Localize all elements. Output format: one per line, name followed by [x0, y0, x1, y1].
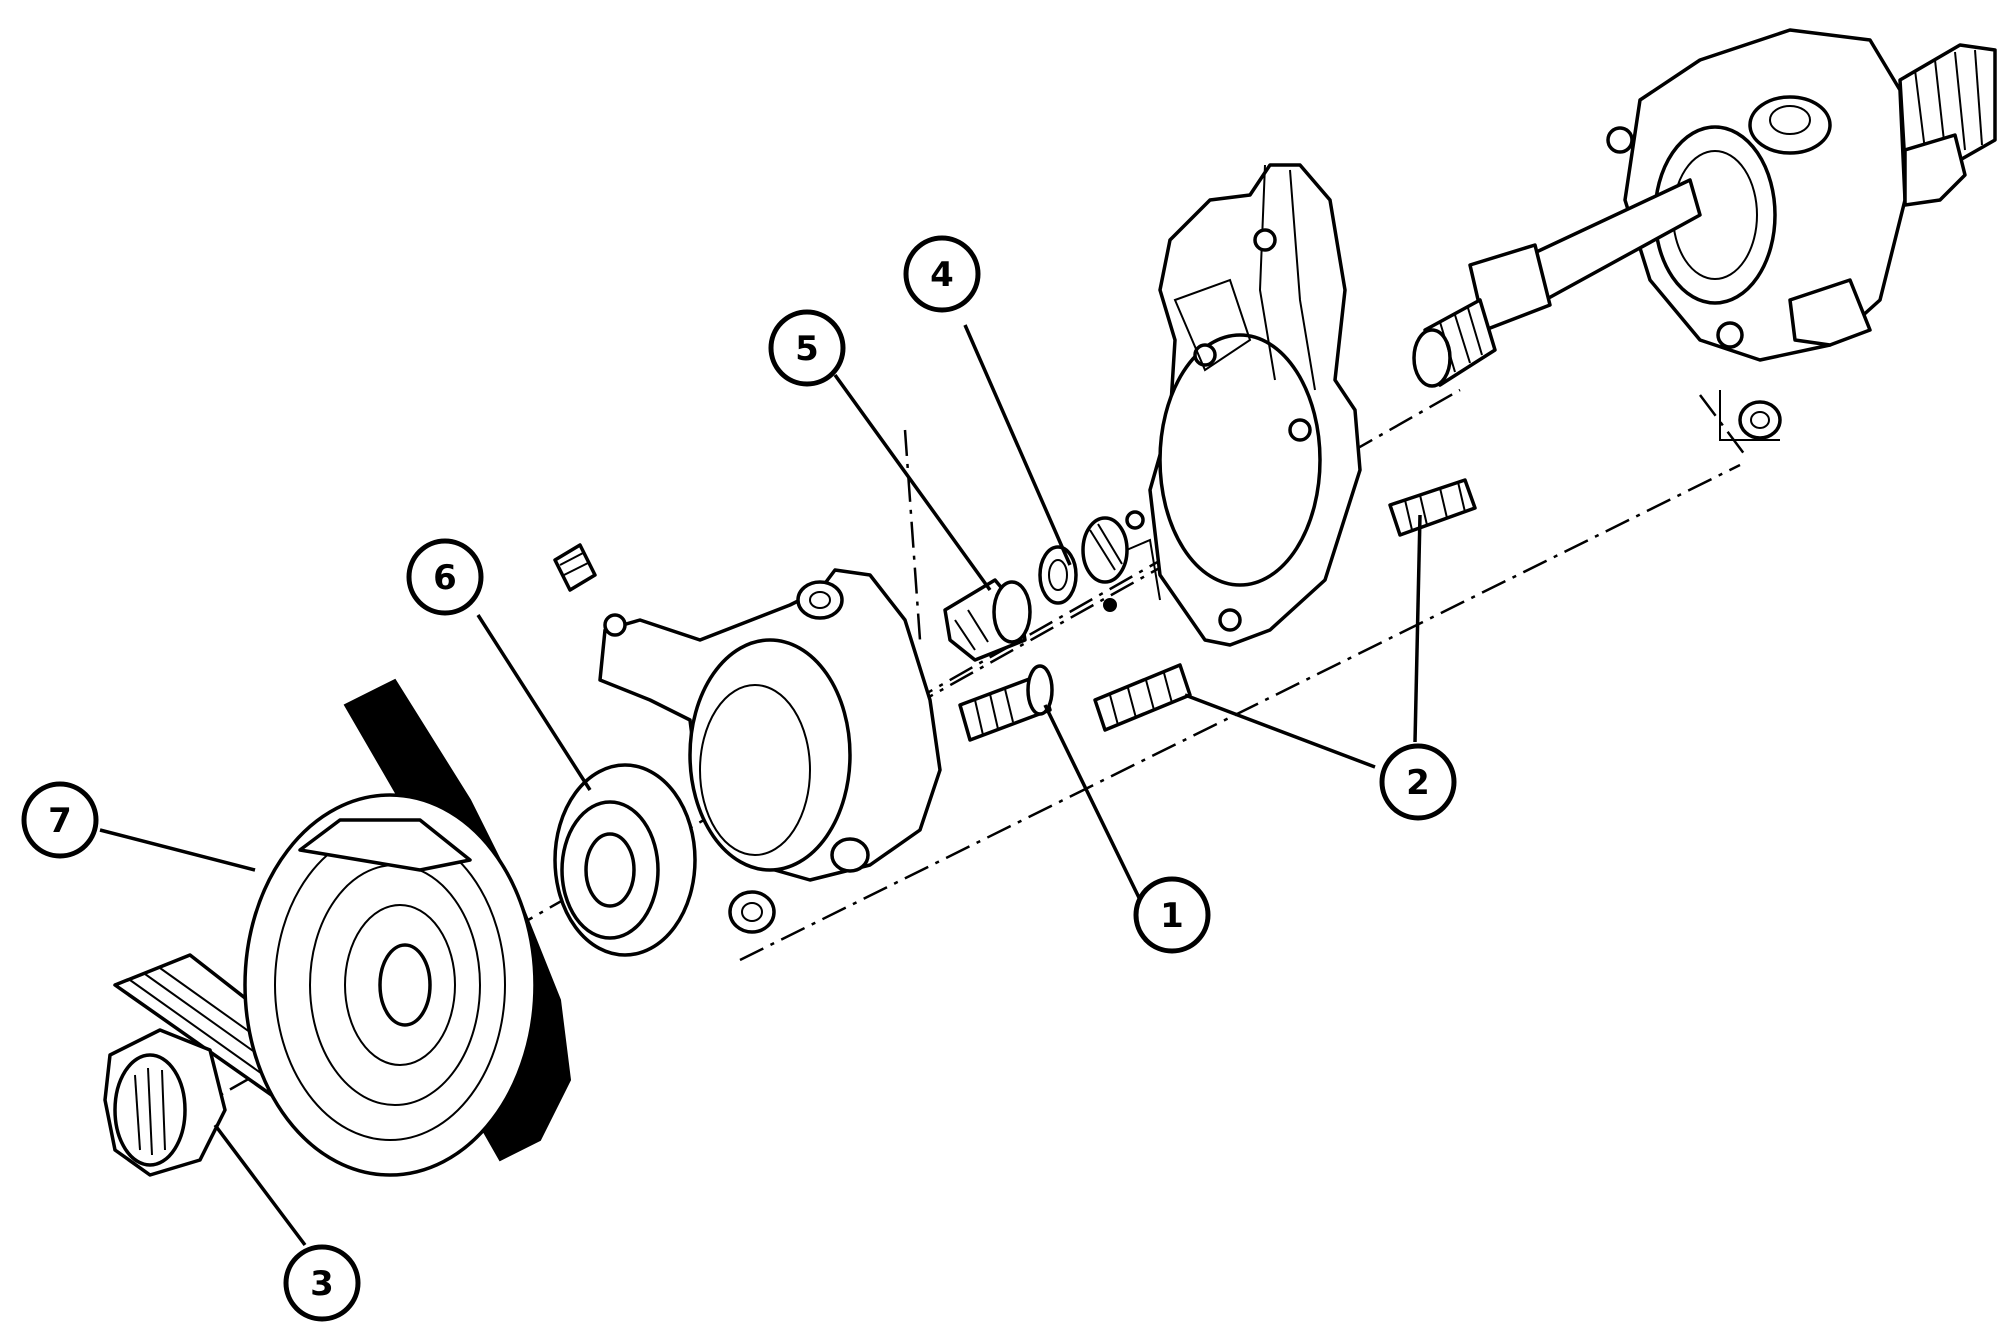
- callout-4: 4: [903, 235, 981, 313]
- stud-lower: [1093, 663, 1192, 732]
- callout-6: 6: [406, 538, 484, 616]
- callout-7: 7: [21, 781, 99, 859]
- callout-1-label: 1: [1160, 896, 1184, 936]
- callout-3: 3: [283, 1244, 361, 1322]
- leader-lines: [99, 324, 1422, 1247]
- callout-6-label: 6: [433, 558, 457, 598]
- callout-5-label: 5: [795, 329, 819, 369]
- tensioner-bearing: [553, 763, 697, 957]
- power-steering-pump: [1412, 28, 1997, 441]
- callout-4-label: 4: [930, 255, 954, 295]
- flange-nut: [728, 890, 776, 934]
- spacer-washer: [1081, 510, 1145, 612]
- callout-1: 1: [1133, 876, 1211, 954]
- stud-upper: [1388, 478, 1477, 537]
- callout-3-label: 3: [310, 1264, 334, 1304]
- pulley-nut: [103, 1028, 227, 1177]
- set-screw: [553, 543, 597, 592]
- adjuster-bolt: [943, 578, 1032, 662]
- callout-5: 5: [768, 309, 846, 387]
- o-ring: [1038, 545, 1078, 605]
- callout-2-label: 2: [1406, 763, 1430, 803]
- callout-2: 2: [1379, 743, 1457, 821]
- tensioner-housing: [598, 568, 942, 882]
- engine-bracket: [1114, 163, 1362, 647]
- pivot-bolt: [958, 664, 1054, 742]
- crank-pulley: [243, 793, 537, 1177]
- callout-7-label: 7: [48, 801, 72, 841]
